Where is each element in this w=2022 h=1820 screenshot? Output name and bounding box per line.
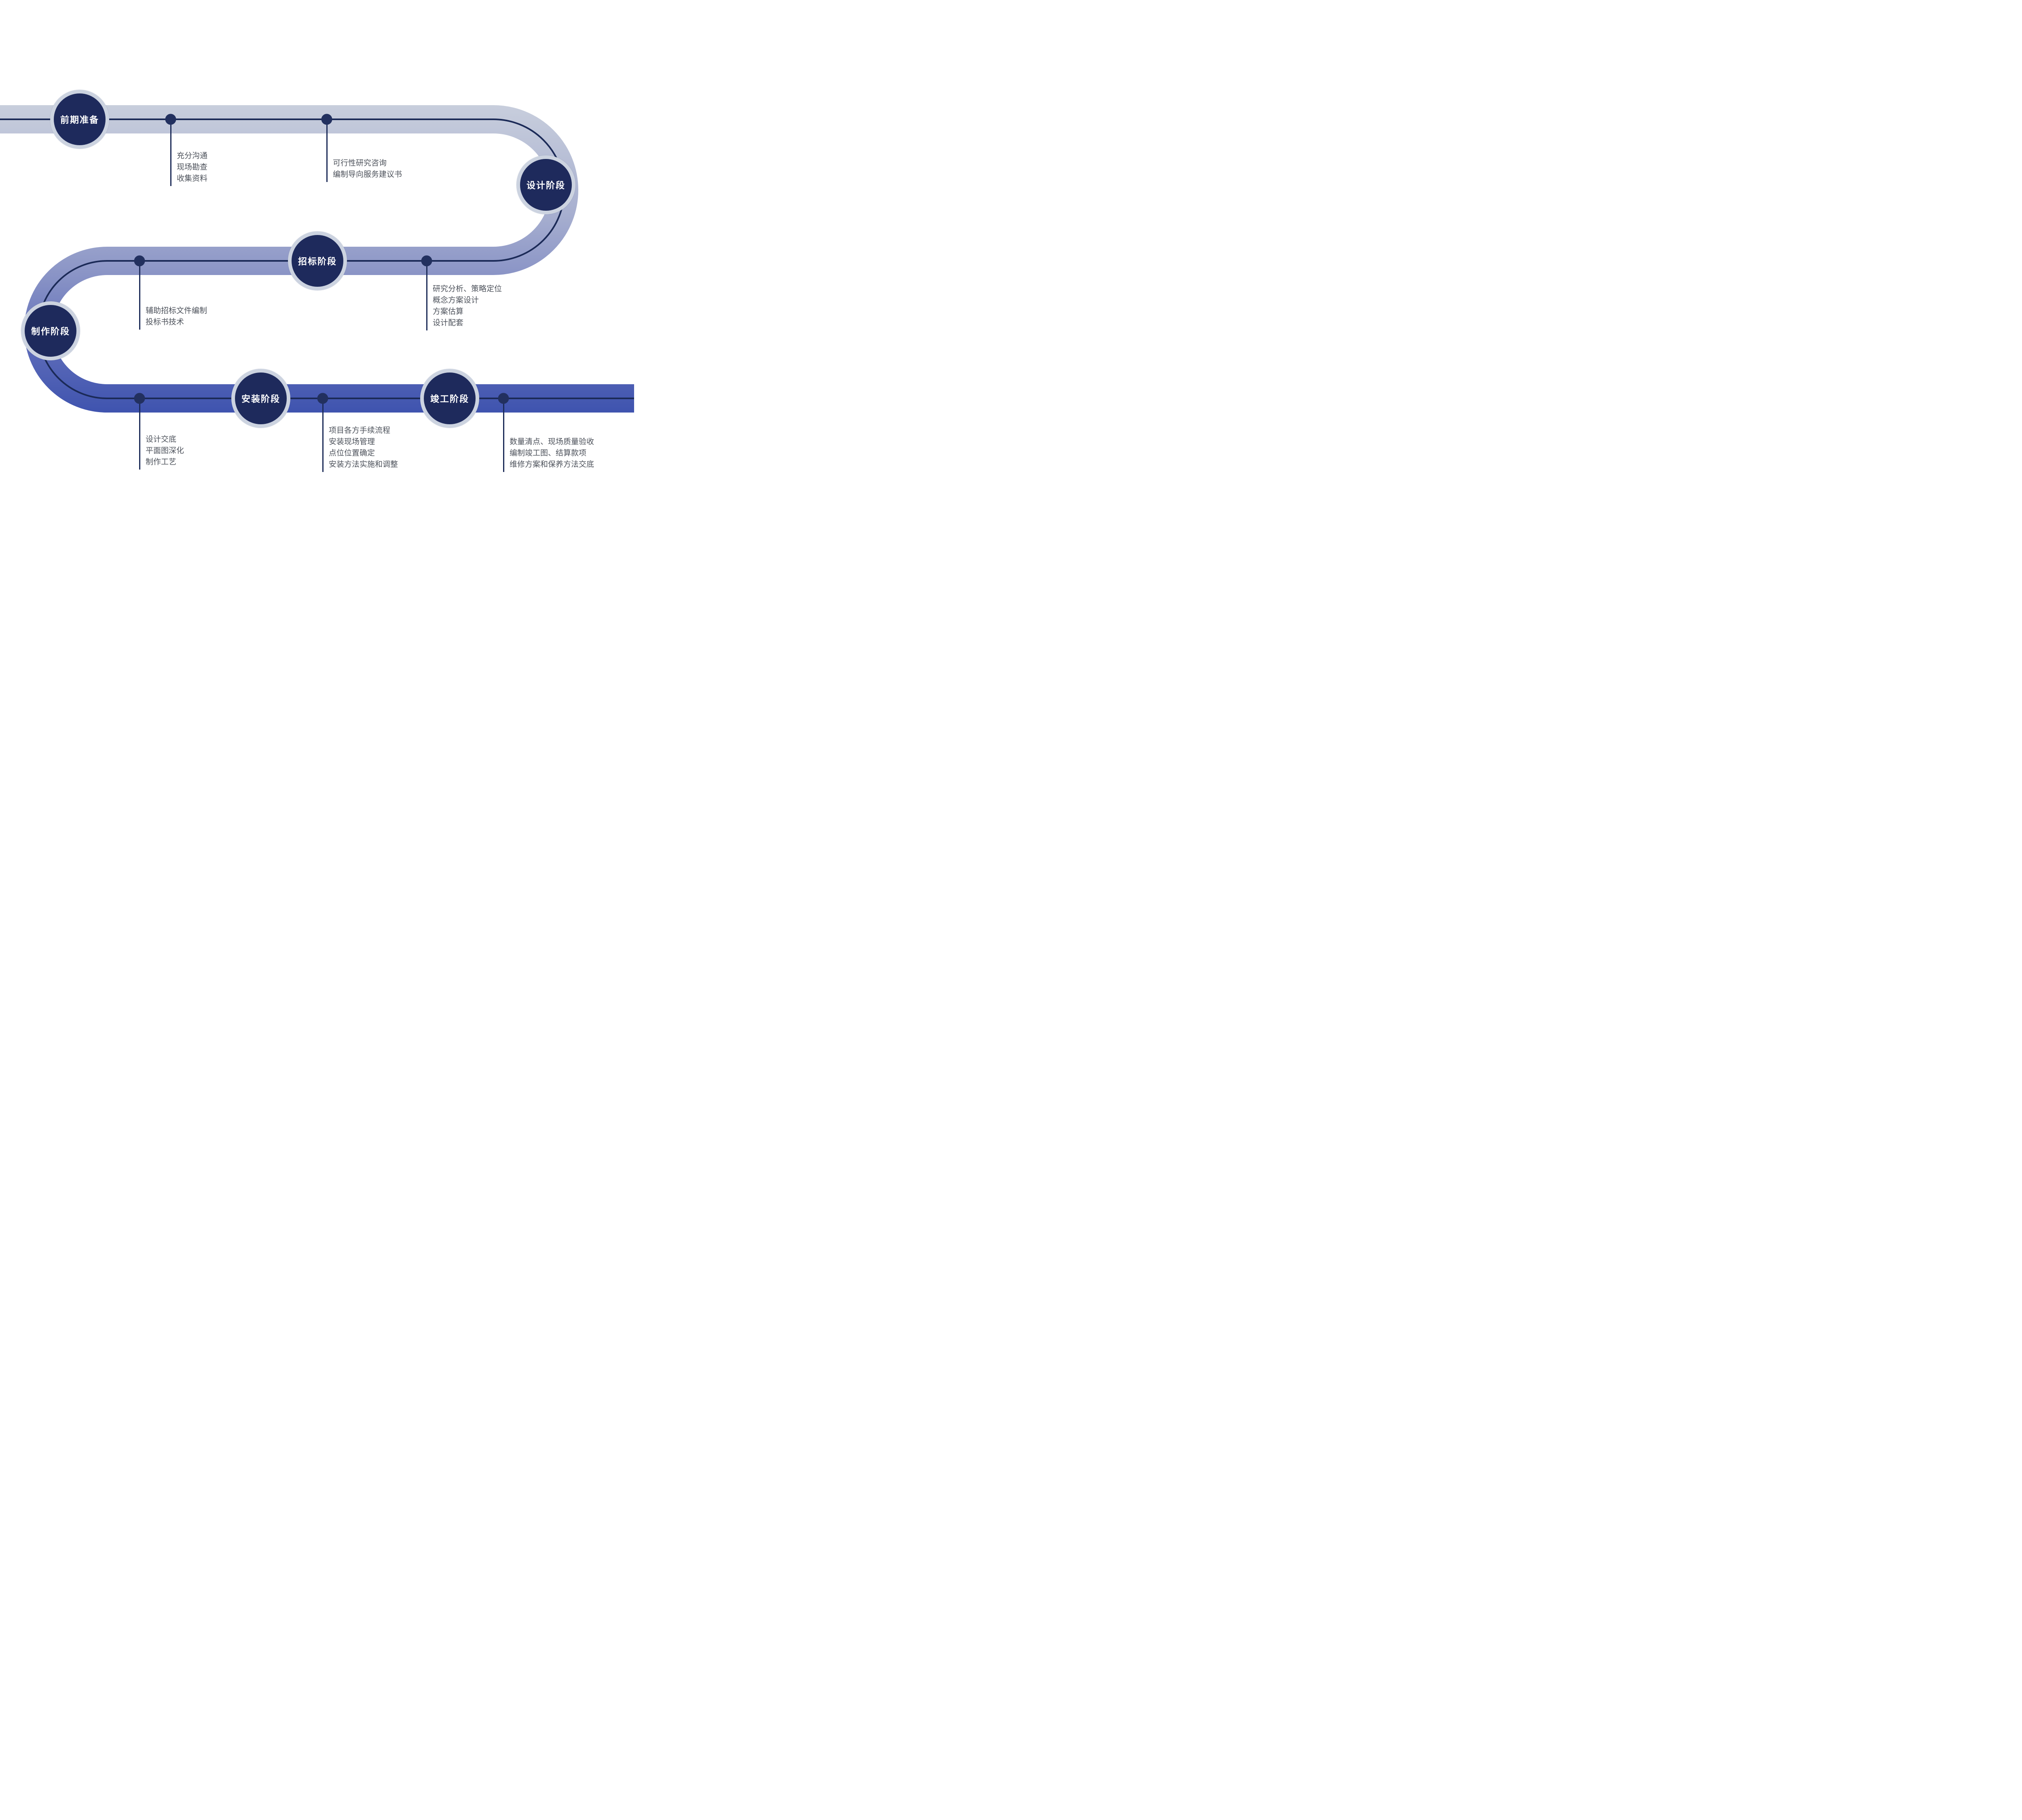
milestone-dot [134,393,145,404]
milestone-note-line: 维修方案和保养方法交底 [510,460,594,469]
milestone-note-line: 概念方案设计 [433,296,479,305]
milestone-note-line: 安装方法实施和调整 [329,460,398,469]
milestone-dot [421,255,432,267]
milestone-note-line: 收集资料 [177,174,208,183]
milestone-connector-line [170,119,171,186]
phase-label: 竣工阶段 [430,394,469,404]
process-flow-diagram: 充分沟通现场勘查收集资料 可行性研究咨询编制导向服务建议书辅助招标文件编制投标书技… [0,0,634,521]
phase-node-production: 制作阶段 [21,301,80,360]
phase-node-design: 设计阶段 [516,155,575,214]
milestone-dot [134,255,145,267]
phase-node-bidding: 招标阶段 [288,231,347,290]
milestone-note-line: 可行性研究咨询 [333,159,387,167]
milestone-note-line: 安装现场管理 [329,438,375,446]
milestone-note-line: 编制导向服务建议书 [333,170,402,179]
milestone-dot [317,393,328,404]
milestone-note-line: 现场勘查 [177,163,208,171]
milestone-note-line: 数量清点、现场质量验收 [510,438,594,446]
phase-label: 设计阶段 [526,180,565,190]
milestone-note-line: 辅助招标文件编制 [146,307,207,315]
phase-label: 前期准备 [60,115,99,125]
milestone-note: 数量清点、现场质量验收编制竣工图、结算款项维修方案和保养方法交底 [510,436,594,470]
milestone-note-line: 制作工艺 [146,458,177,466]
phase-label: 制作阶段 [31,326,70,336]
phase-node-installation: 安装阶段 [231,369,290,428]
milestone-note: 可行性研究咨询编制导向服务建议书 [333,158,402,180]
milestone-note: 充分沟通现场勘查收集资料 [177,150,207,184]
milestone-note: 设计交底平面图深化制作工艺 [146,434,184,468]
milestone-note-line: 投标书技术 [146,318,184,326]
milestone-dot [321,114,332,125]
milestone-note: 研究分析、策略定位概念方案设计方案估算设计配套 [433,284,502,329]
milestone-note-line: 方案估算 [433,307,464,316]
phase-node-preparation: 前期准备 [50,90,109,149]
milestone-note-line: 研究分析、策略定位 [433,285,502,293]
milestone-connector-line [139,398,140,470]
milestone-note-line: 点位位置确定 [329,449,375,457]
phase-node-completion: 竣工阶段 [420,369,479,428]
milestone-connector-line [326,119,328,182]
milestone-connector-line [426,261,427,330]
milestone-dot [498,393,509,404]
milestone-note-line: 编制竣工图、结算款项 [510,449,587,457]
milestone-note-line: 充分沟通 [177,152,208,160]
milestone-note: 项目各方手续流程安装现场管理点位位置确定安装方法实施和调整 [329,425,398,470]
phase-label: 招标阶段 [298,256,337,267]
phase-label: 安装阶段 [241,394,280,404]
milestone-connector-line [503,398,504,472]
milestone-note: 辅助招标文件编制投标书技术 [146,305,207,328]
milestone-note-line: 设计配套 [433,319,464,327]
milestone-note-line: 项目各方手续流程 [329,426,391,435]
milestone-dot [165,114,176,125]
milestone-note-line: 平面图深化 [146,447,184,455]
milestone-connector-line [322,398,324,472]
milestone-connector-line [139,261,140,330]
milestone-note-line: 设计交底 [146,435,177,444]
